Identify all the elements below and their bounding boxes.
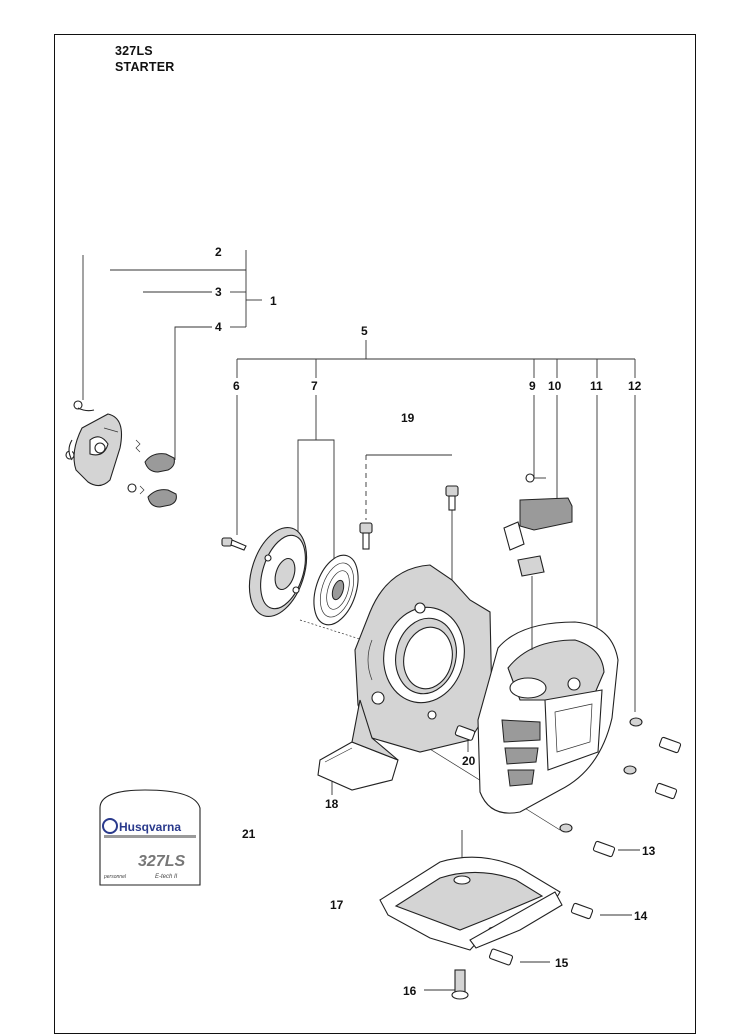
callout-19: 19 bbox=[401, 411, 415, 425]
decal-stripe bbox=[104, 835, 196, 838]
starter-pulley bbox=[248, 526, 308, 618]
model-title: 327LS bbox=[115, 44, 153, 58]
screws-19 bbox=[359, 485, 459, 550]
screws-12-13 bbox=[454, 717, 682, 858]
callout-6: 6 bbox=[233, 379, 240, 393]
callout-15: 15 bbox=[555, 956, 569, 970]
decal-model: 327LS bbox=[138, 853, 185, 870]
callout-12: 12 bbox=[628, 379, 642, 393]
callout-13: 13 bbox=[642, 844, 656, 858]
bottom-plate bbox=[379, 856, 594, 1000]
decal-21: Husqvarna 327LS personnel E-tech II bbox=[99, 789, 201, 886]
callout-4: 4 bbox=[215, 320, 222, 334]
callout-3: 3 bbox=[215, 285, 222, 299]
callout-2: 2 bbox=[215, 245, 222, 259]
starter-housing bbox=[317, 564, 493, 791]
callout-16: 16 bbox=[403, 984, 417, 998]
callout-14: 14 bbox=[634, 909, 648, 923]
starter-cover bbox=[477, 621, 619, 814]
callout-18: 18 bbox=[325, 797, 339, 811]
callout-10: 10 bbox=[548, 379, 562, 393]
rope-guide-assembly bbox=[65, 400, 177, 508]
decal-brand: Husqvarna bbox=[119, 820, 181, 834]
callout-17: 17 bbox=[330, 898, 344, 912]
callout-5: 5 bbox=[361, 324, 368, 338]
husqvarna-crown-icon bbox=[102, 818, 118, 834]
decal-small-left: personnel bbox=[103, 874, 127, 880]
decal-small-right: E-tech II bbox=[155, 874, 178, 880]
callout-11: 11 bbox=[590, 379, 603, 393]
callout-9: 9 bbox=[529, 379, 536, 393]
starter-handle bbox=[503, 473, 573, 650]
callout-20: 20 bbox=[462, 754, 476, 768]
callout-numbers: 2 3 1 4 5 6 7 9 10 11 12 13 14 15 16 17 … bbox=[215, 245, 656, 998]
section-title: STARTER bbox=[115, 60, 175, 74]
callout-7: 7 bbox=[311, 379, 318, 393]
callout-21: 21 bbox=[242, 827, 256, 841]
screw-6 bbox=[221, 537, 247, 551]
recoil-spring bbox=[313, 554, 359, 626]
callout-1: 1 bbox=[270, 294, 277, 308]
